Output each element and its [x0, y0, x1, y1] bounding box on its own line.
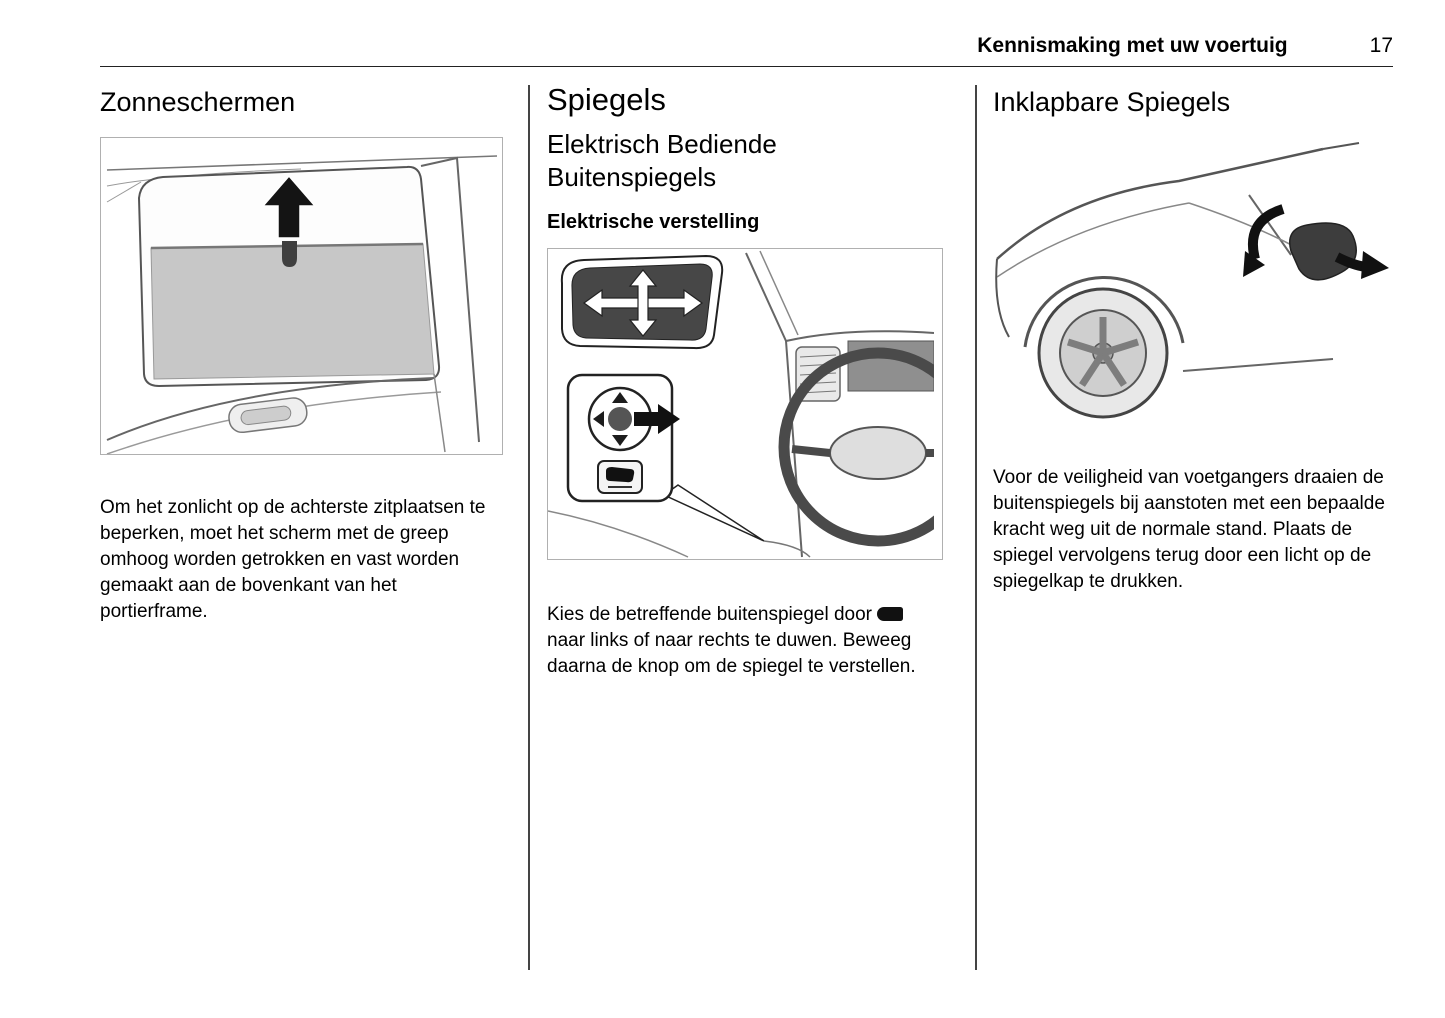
spiegels-body: Kies de betreffende buitenspiegel door n… [547, 602, 943, 680]
door-handle [228, 397, 308, 434]
folding-mirror-illustration [993, 137, 1393, 429]
mirror-select-icon [877, 607, 904, 621]
mirror-vertical-arrow-icon [628, 269, 658, 337]
page-number: 17 [1369, 34, 1393, 57]
section-zonneschermen: Zonneschermen [100, 86, 503, 625]
spiegels-body-after: naar links of naar rechts te duwen. Bewe… [547, 630, 916, 677]
sun-visor-illustration [100, 137, 503, 455]
steering-wheel [778, 347, 934, 547]
column-divider-left [528, 85, 530, 970]
push-right-arrow-icon [634, 404, 680, 434]
section-inklapbare-spiegels: Inklapbare Spiegels [993, 86, 1393, 595]
mirror-adjust-illustration [547, 248, 943, 560]
page-header: Kennismaking met uw voertuig 17 [100, 34, 1393, 58]
mirror-select-icon [606, 467, 635, 483]
up-arrow-icon [261, 174, 317, 239]
mirror-select-button [597, 460, 643, 494]
chapter-title: Kennismaking met uw voertuig [977, 34, 1288, 57]
inklapbare-spiegels-body: Voor de veiligheid van voetgangers draai… [993, 467, 1385, 592]
section-heading-inklapbare-spiegels: Inklapbare Spiegels [993, 87, 1231, 117]
section-heading-zonneschermen: Zonneschermen [100, 87, 296, 117]
mirror-control-callout [566, 373, 680, 503]
spiegels-body-before: Kies de betreffende buitenspiegel door [547, 604, 873, 625]
subheading-elektrische-buitenspiegels: Elektrisch Bediende Buitenspiegels [547, 129, 777, 192]
return-arrow-icon [1334, 251, 1389, 279]
mirror-adjust-knob [587, 386, 680, 452]
subsubheading-elektrische-verstelling: Elektrische verstelling [547, 211, 760, 233]
fold-arrow-icon [1243, 204, 1285, 277]
zonneschermen-body: Om het zonlicht op de achterste zitplaat… [100, 497, 486, 622]
front-wheel [1037, 287, 1169, 419]
section-heading-spiegels: Spiegels [547, 82, 666, 117]
section-spiegels: Spiegels Elektrisch Bediende Buitenspieg… [547, 82, 943, 680]
folding-mirror [1289, 222, 1357, 281]
visor-handle [282, 241, 297, 267]
exterior-mirror [560, 254, 724, 350]
column-divider-right [975, 85, 977, 970]
header-rule [100, 66, 1393, 67]
